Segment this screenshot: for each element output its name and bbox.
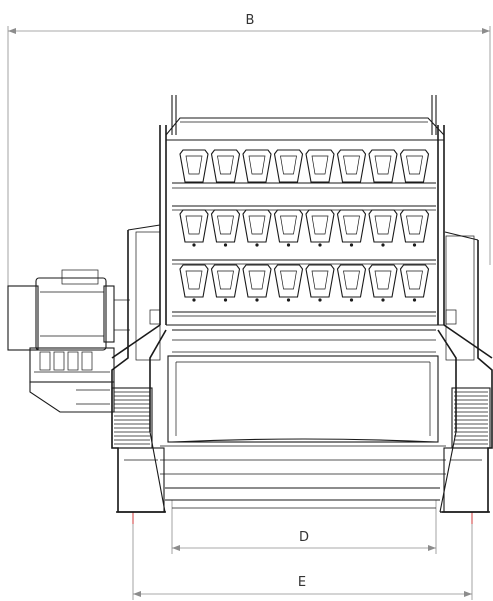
bucket	[336, 209, 367, 243]
bucket	[242, 264, 272, 298]
bucket-inner	[248, 155, 266, 175]
bucket-inner	[343, 215, 360, 235]
bucket-pivot	[223, 243, 228, 247]
bucket	[305, 264, 335, 298]
dimension-e: E	[132, 512, 473, 600]
bucket-pivot	[318, 243, 322, 247]
bucket	[336, 264, 367, 298]
bucket-inner	[406, 155, 423, 175]
gearbox	[29, 347, 115, 413]
bucket-pivot	[381, 298, 385, 302]
bucket-pivot	[255, 243, 259, 247]
bucket	[273, 264, 304, 298]
bucket	[273, 209, 304, 243]
bucket-inner	[374, 155, 392, 175]
dimension-b-label: B	[246, 13, 255, 28]
bucket-shelves	[166, 182, 444, 326]
bucket-inner	[343, 270, 360, 290]
bucket-inner	[311, 155, 329, 175]
feet	[116, 447, 490, 513]
bucket-inner	[311, 270, 329, 290]
bucket-pivot	[318, 298, 322, 302]
left-louver-panel	[111, 387, 153, 449]
bucket	[273, 149, 304, 183]
bucket-pivot	[381, 243, 385, 247]
bucket-inner	[185, 215, 203, 235]
bucket-rows	[179, 149, 430, 302]
bucket	[242, 149, 272, 183]
bucket-inner	[248, 270, 266, 290]
bucket-inner	[406, 270, 423, 290]
bucket-inner	[217, 155, 234, 175]
bucket-inner	[280, 215, 297, 235]
bucket	[210, 264, 241, 298]
right-louver-panel	[451, 387, 491, 449]
dimension-b: B	[7, 13, 491, 290]
bucket-pivot	[192, 298, 196, 302]
bucket	[210, 149, 241, 183]
bucket	[179, 149, 209, 183]
bucket	[305, 149, 335, 183]
bucket	[399, 209, 430, 243]
bucket	[305, 209, 335, 243]
bucket	[179, 209, 209, 243]
bucket-pivot	[286, 243, 291, 247]
bucket	[179, 264, 209, 298]
bucket-inner	[217, 270, 234, 290]
bucket-inner	[280, 155, 297, 175]
drive-motor	[7, 269, 130, 351]
bucket	[368, 209, 398, 243]
bucket-inner	[406, 215, 423, 235]
bucket-pivot	[349, 243, 354, 247]
bucket-pivot	[349, 298, 354, 302]
main-frame	[111, 95, 493, 513]
bucket	[399, 149, 430, 183]
bucket	[399, 264, 430, 298]
bucket-pivot	[192, 243, 196, 247]
bucket-inner	[248, 215, 266, 235]
lower-hopper	[111, 324, 493, 513]
bucket-inner	[374, 270, 392, 290]
bucket-inner	[217, 215, 234, 235]
bucket	[336, 149, 367, 183]
dimension-d-label: D	[299, 530, 309, 545]
bucket-inner	[280, 270, 297, 290]
bucket-inner	[343, 155, 360, 175]
bucket-pivot	[255, 298, 259, 302]
bucket-inner	[185, 270, 203, 290]
dimension-d: D	[171, 500, 437, 554]
bucket-inner	[311, 215, 329, 235]
bucket	[368, 149, 398, 183]
bucket-inner	[374, 215, 392, 235]
bucket-pivot	[223, 298, 228, 302]
foot-markers	[132, 512, 473, 524]
bucket-inner	[185, 155, 203, 175]
bucket	[210, 209, 241, 243]
bucket-pivot	[412, 298, 417, 302]
bucket-pivot	[286, 298, 291, 302]
dimension-e-label: E	[298, 575, 306, 590]
bucket	[368, 264, 398, 298]
bucket	[242, 209, 272, 243]
bucket-pivot	[412, 243, 417, 247]
